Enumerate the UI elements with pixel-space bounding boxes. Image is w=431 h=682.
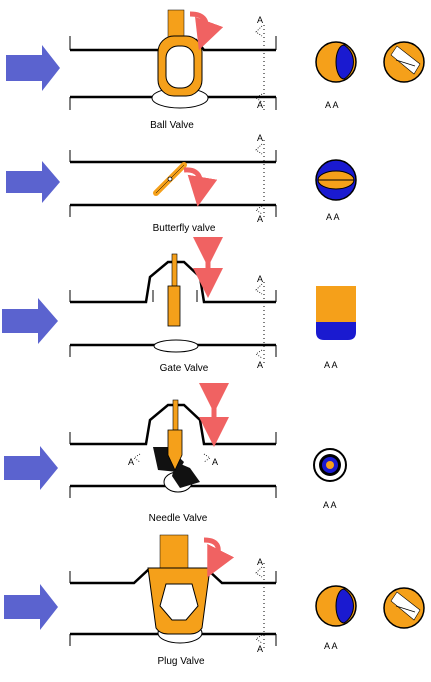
- section-marker-top: A: [257, 557, 264, 567]
- flow-arrow-icon: [4, 584, 58, 630]
- needle-seat: [172, 462, 200, 488]
- section-marker-right: A: [212, 457, 219, 467]
- sectional-view-caption: A A: [324, 360, 338, 370]
- ball-valve-section-view-turned: [383, 41, 425, 83]
- gate-valve-section: [2, 237, 356, 365]
- gate-valve-section-view: [316, 286, 356, 340]
- plug-stem: [159, 534, 189, 570]
- ball-valve-label: Ball Valve: [150, 120, 194, 131]
- ball-valve-section: [6, 9, 425, 110]
- sectional-view-caption: A A: [325, 100, 339, 110]
- rotate-arrow-icon: [189, 11, 224, 51]
- plug-valve-section-view-open: [315, 585, 357, 627]
- gate-stem: [171, 253, 178, 287]
- section-marker-bottom: A: [257, 644, 264, 654]
- section-marker-top: A: [257, 274, 264, 284]
- section-marker-left: A: [128, 457, 135, 467]
- flow-arrow-icon: [2, 298, 58, 344]
- gate-disc: [167, 285, 181, 327]
- needle-valve-section-view: [313, 448, 347, 482]
- ball-bore: [165, 45, 195, 89]
- needle: [167, 429, 183, 471]
- section-marker-bottom: A: [257, 100, 264, 110]
- sectional-view-caption: A A: [323, 500, 337, 510]
- sectional-view-caption: A A: [324, 641, 338, 651]
- valve-bulge: [153, 339, 199, 353]
- section-marker-top: A: [257, 15, 264, 25]
- butterfly-valve-section-view: [315, 159, 357, 201]
- plug-bore: [159, 583, 199, 621]
- needle-valve-section: [4, 383, 347, 498]
- rotate-arrow-icon: [203, 537, 235, 578]
- plug-valve-section-view-turned: [383, 587, 425, 629]
- section-marker-bottom: A: [257, 214, 264, 224]
- section-marker-top: A: [257, 133, 264, 143]
- ball-valve-section-view-open: [315, 41, 357, 83]
- flow-arrow-icon: [4, 446, 58, 490]
- needle-stem: [172, 399, 179, 431]
- rotate-arrow-icon: [183, 167, 218, 207]
- section-marker-bottom: A: [257, 360, 264, 370]
- plug-valve-section: [4, 534, 425, 650]
- flow-arrow-icon: [6, 161, 60, 203]
- butterfly-valve-label: Butterfly valve: [152, 223, 216, 234]
- plug-valve-label: Plug Valve: [157, 656, 205, 667]
- flow-arrow-icon: [6, 45, 60, 91]
- butterfly-valve-section: [6, 140, 357, 220]
- gate-valve-label: Gate Valve: [159, 363, 209, 374]
- sectional-view-caption: A A: [326, 212, 340, 222]
- pipe-walls: [69, 150, 277, 217]
- needle-valve-label: Needle Valve: [148, 513, 208, 524]
